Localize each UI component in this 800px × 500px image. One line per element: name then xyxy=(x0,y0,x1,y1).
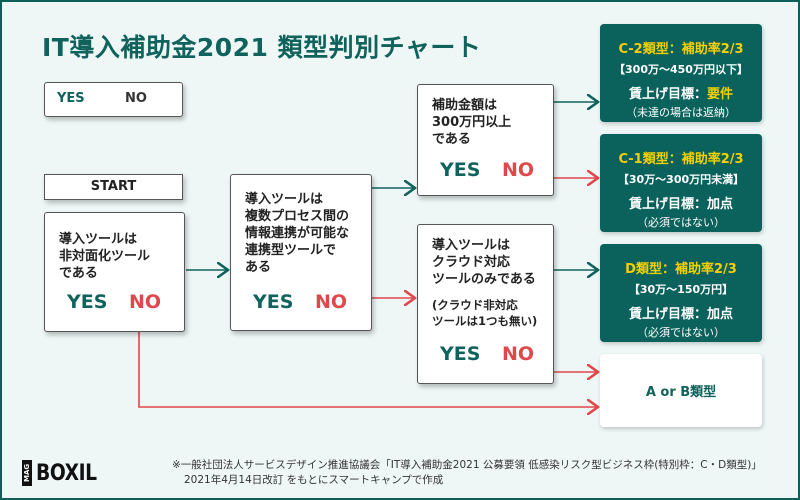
question-box-4: 導入ツールは クラウド対応 ツールのみである (クラウド非対応 ツールは1つも無… xyxy=(417,224,554,384)
start-label: START xyxy=(44,174,183,200)
no-label: NO xyxy=(502,343,535,365)
result-d: D類型：補助率2/3 【30万〜150万円】 賃上げ目標：加点 （必須ではない） xyxy=(600,244,762,342)
question-subtext: (クラウド非対応 ツールは1つも無い) xyxy=(432,298,538,328)
page-title: IT導入補助金2021 類型判別チャート xyxy=(42,33,482,62)
boxil-logo: MAG BOXIL xyxy=(22,460,97,486)
result-range: 【30万〜150万円】 xyxy=(628,283,734,296)
no-label: NO xyxy=(129,291,162,313)
legend-no: NO xyxy=(125,91,147,106)
result-note: （必須ではない） xyxy=(637,326,725,339)
question-text: 導入ツールは 非対面化ツール である xyxy=(59,232,151,281)
result-c1: C-1類型：補助率2/3 【30万〜300万円未満】 賃上げ目標：加点 （必須で… xyxy=(600,134,762,232)
result-range: 【300万〜450万円以下】 xyxy=(614,63,748,76)
yes-label: YES xyxy=(253,291,294,313)
yes-label: YES xyxy=(440,343,481,365)
question-box-2: 導入ツールは 複数プロセス間の 情報連携が可能な 連携型ツールで ある YES … xyxy=(230,174,372,331)
result-range: 【30万〜300万円未満】 xyxy=(617,173,745,186)
goal-label: 賃上げ目標： xyxy=(628,87,707,102)
result-note: （未達の場合は返納） xyxy=(626,106,736,119)
question-box-3: 補助金額は 300万円以上 である YES NO xyxy=(417,84,554,196)
result-c2: C-2類型：補助率2/3 【300万〜450万円以下】 賃上げ目標：要件 （未達… xyxy=(600,24,762,122)
question-box-1: 導入ツールは 非対面化ツール である YES NO xyxy=(44,212,185,332)
goal-value: 加点 xyxy=(707,197,734,212)
result-heading: C-2類型：補助率2/3 xyxy=(618,42,744,57)
result-heading: C-1類型：補助率2/3 xyxy=(618,152,744,167)
no-label: NO xyxy=(502,159,535,181)
yes-label: YES xyxy=(440,159,481,181)
yes-label: YES xyxy=(67,291,108,313)
question-text: 導入ツールは クラウド対応 ツールのみである xyxy=(432,238,536,287)
source-note: ※一般社団法人サービスデザイン推進協議会「IT導入補助金2021 公募要領 低感… xyxy=(172,459,762,486)
result-heading: D類型：補助率2/3 xyxy=(625,262,737,277)
result-note: （必須ではない） xyxy=(637,216,725,229)
question-text: 導入ツールは 複数プロセス間の 情報連携が可能な 連携型ツールで ある xyxy=(245,192,350,275)
goal-value: 要件 xyxy=(707,87,734,102)
arrow-q1-no xyxy=(138,332,598,407)
goal-value: 加点 xyxy=(707,307,734,322)
goal-label: 賃上げ目標： xyxy=(628,307,707,322)
no-label: NO xyxy=(315,291,348,313)
legend-yes: YES xyxy=(57,91,85,106)
result-heading: A or B類型 xyxy=(645,385,717,400)
goal-label: 賃上げ目標： xyxy=(628,197,707,212)
result-a-or-b: A or B類型 xyxy=(600,354,762,427)
legend: YES NO xyxy=(44,82,183,117)
question-text: 補助金額は 300万円以上 である xyxy=(432,98,512,147)
